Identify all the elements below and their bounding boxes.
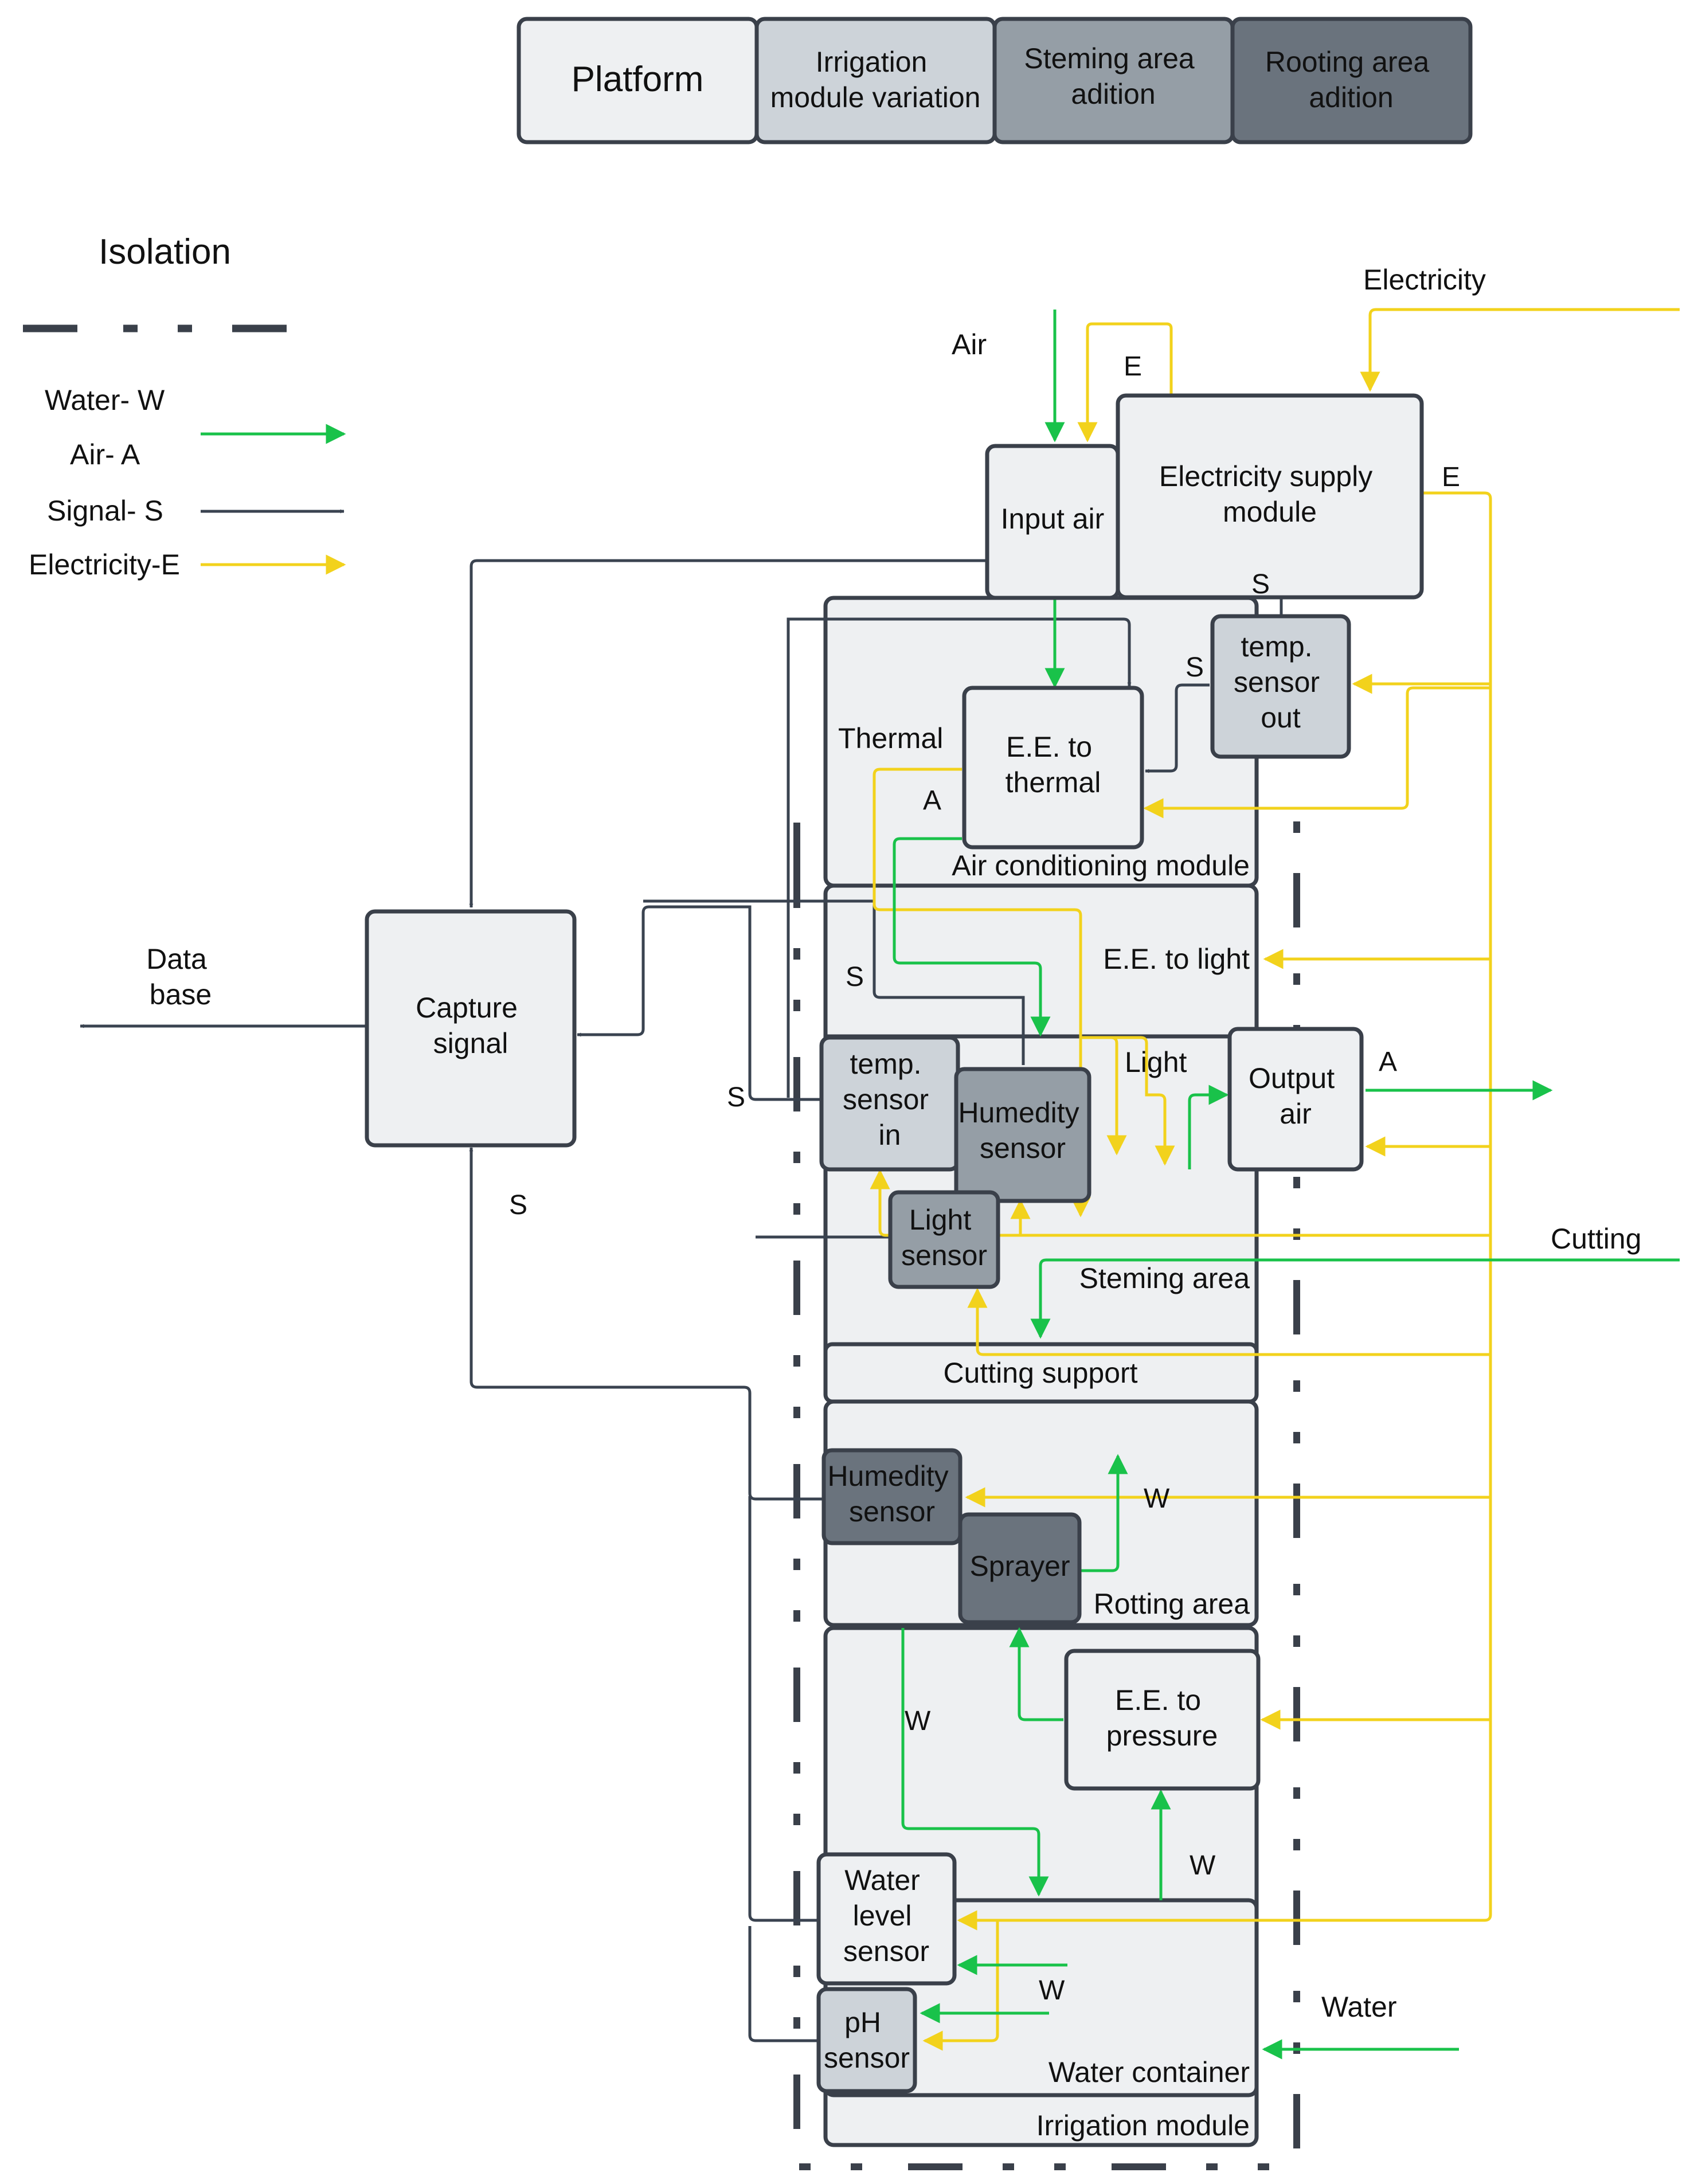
air-to-output <box>1188 1085 1229 1169</box>
region-cutting-support-label: Cutting support <box>943 1357 1137 1389</box>
water-input-label: Water <box>1321 1991 1397 2023</box>
legend-irrigation-label: Irrigation module variation <box>770 46 981 113</box>
region-light-label: Light <box>1125 1046 1187 1078</box>
e-label-supply-input: E <box>1124 351 1142 382</box>
blocks: Input air Electricity supply module temp… <box>365 393 1424 2093</box>
w-label-pressure: W <box>1190 1850 1216 1881</box>
water-level-sensor-label: Water level sensor <box>843 1864 929 1967</box>
ph-sensor-block <box>816 1987 917 2093</box>
region-labels: Thermal Air conditioning module E.E. to … <box>838 722 1250 2142</box>
legend-rooting-box <box>1230 17 1473 144</box>
water-air-wires <box>893 310 1680 2060</box>
sprayer-block <box>958 1512 1082 1625</box>
legend-platform-label: Platform <box>572 60 704 99</box>
elec-main-input <box>1360 308 1680 392</box>
elec-to-sensors-steming <box>870 1169 1490 1237</box>
input-air-label: Input air <box>1001 503 1105 535</box>
ph-sensor-label: pH sensor <box>824 2006 910 2074</box>
region-air-conditioning-label: Air conditioning module <box>952 850 1250 882</box>
region-irrigation-module-label: Irrigation module <box>1036 2109 1250 2142</box>
s-label-elec-supply: S <box>1251 569 1270 600</box>
header-legend: Platform Irrigation module variation Ste… <box>517 17 1473 144</box>
legend-water-label: Water- W <box>45 384 165 416</box>
temp-sensor-out-block <box>1210 614 1351 759</box>
air-input-label: Air <box>952 328 987 361</box>
humidity-sensor-bottom-label: Humedity sensor <box>827 1460 956 1528</box>
w-label-sprayer: W <box>1144 1484 1170 1514</box>
signal-loop-to-ee-thermal <box>787 617 1132 1098</box>
elec-to-ee-thermal <box>1143 686 1490 819</box>
capture-signal-label: Capture signal <box>416 992 526 1059</box>
region-thermal-label: Thermal <box>838 722 943 754</box>
water-level-sensor-block <box>816 1852 957 1986</box>
cutting-label: Cutting <box>1551 1223 1641 1255</box>
elec-to-ph <box>922 1920 999 2051</box>
humidity-sensor-top-label: Humedity sensor <box>958 1097 1087 1164</box>
isolation-boundary <box>793 816 1300 2170</box>
signal-ph <box>748 1926 819 2042</box>
flow-labels: Air Electricity Data base Cutting Water … <box>146 264 1641 2023</box>
legend-irrigation-box <box>754 17 997 144</box>
s-label-light-region: S <box>846 962 864 992</box>
temp-sensor-out-label: temp. sensor out <box>1234 631 1328 734</box>
w-label-container: W <box>1039 1975 1065 2006</box>
a-label-thermal: A <box>923 785 941 816</box>
signal-input-air-to-capture <box>469 559 987 908</box>
region-rotting-area-label: Rotting area <box>1094 1588 1250 1620</box>
water-rooting-drain <box>901 1628 1049 1897</box>
light-sensor-label: Light sensor <box>901 1204 987 1271</box>
capture-signal-block <box>365 909 577 1148</box>
region-steming-area-label: Steming area <box>1079 1262 1250 1294</box>
water-sprayer-out <box>1081 1454 1128 1572</box>
humidity-sensor-top-block <box>954 1067 1091 1203</box>
signal-humidity-top <box>643 899 1025 1065</box>
electricity-supply-block <box>1116 393 1424 600</box>
legend-electricity-label: Electricity-E <box>29 549 180 581</box>
e-label-bus: E <box>1442 462 1460 492</box>
signal-temp-in <box>577 905 820 1101</box>
signal-water-level <box>748 1496 819 1922</box>
elec-supply-to-input-air <box>1077 322 1173 443</box>
w-label-drain: W <box>905 1706 931 1736</box>
a-label-output: A <box>1379 1047 1397 1077</box>
legend-air-label: Air- A <box>70 439 140 471</box>
water-cutting <box>1030 1258 1680 1339</box>
ee-pressure-label: E.E. to pressure <box>1106 1684 1218 1752</box>
electricity-supply-label: Electricity supply module <box>1159 460 1380 528</box>
s-label-capture: S <box>509 1190 527 1220</box>
region-water-container-label: Water container <box>1048 2056 1250 2088</box>
ee-thermal-label: E.E. to thermal <box>1006 731 1101 799</box>
legend-signal-label: Signal- S <box>47 495 163 527</box>
sprayer-label: Sprayer <box>969 1550 1070 1582</box>
legend-rooting-label: Rooting area adition <box>1265 46 1437 113</box>
signal-rooting-humidity <box>469 1147 825 1501</box>
data-base-label: Data base <box>146 943 215 1011</box>
humidity-sensor-bottom-block <box>821 1448 963 1545</box>
legend-steming-label: Steming area adition <box>1024 42 1202 110</box>
light-sensor-block <box>888 1190 1000 1289</box>
ee-pressure-block <box>1064 1649 1261 1791</box>
s-label-temp-out: S <box>1186 652 1204 683</box>
signal-temp-out-to-ee-thermal <box>1145 683 1210 773</box>
water-pressure-to-sprayer <box>1009 1627 1063 1721</box>
region-ee-light-label: E.E. to light <box>1103 943 1250 975</box>
output-air-label: Output air <box>1249 1062 1343 1130</box>
air-thermal-to-humidity <box>893 837 1051 1037</box>
electricity-input-label: Electricity <box>1363 264 1486 296</box>
elec-bus <box>957 491 1492 1931</box>
elec-to-light-sensor <box>967 1287 1490 1356</box>
ee-thermal-block <box>962 686 1144 850</box>
temp-sensor-in-label: temp. sensor in <box>843 1048 937 1151</box>
s-label-temp-in: S <box>727 1082 745 1113</box>
output-air-block <box>1227 1027 1364 1172</box>
legend-isolation-label: Isolation <box>99 232 231 272</box>
electricity-wires <box>870 308 1680 2051</box>
elec-light-drop <box>1081 1036 1175 1166</box>
line-legend: Isolation Water- W Air- A Signal- S Elec… <box>23 232 346 581</box>
